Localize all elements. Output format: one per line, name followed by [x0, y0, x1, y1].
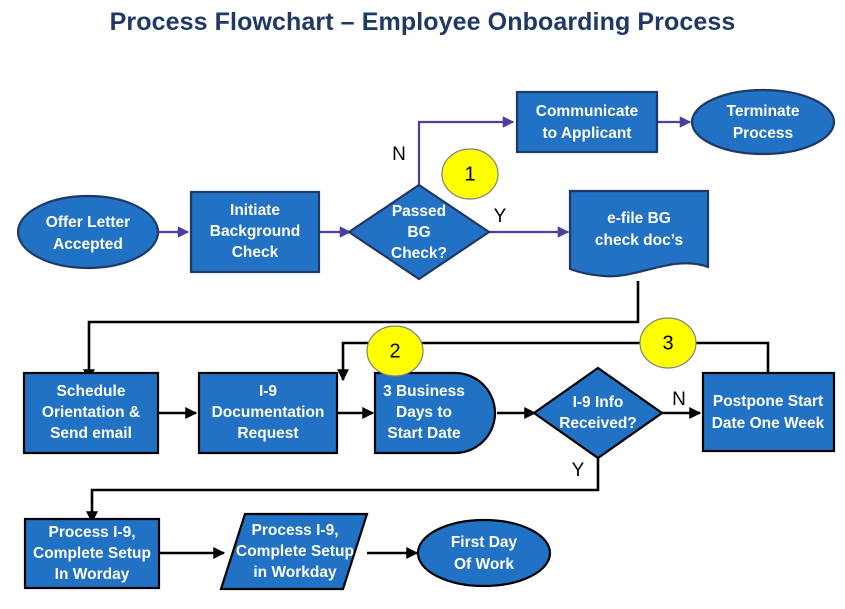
node-label-line1: Schedule [57, 383, 126, 400]
node-communicate-to-applicant[interactable]: Communicate to Applicant [515, 90, 659, 154]
node-label-line2: Process [733, 125, 793, 142]
node-label-line1: First Day [451, 534, 518, 551]
badge-label: 1 [464, 163, 475, 185]
branch-label-n-i9-info: N [672, 389, 686, 410]
node-label-line2: Accepted [53, 236, 123, 253]
edge-postpone-to-3days [337, 341, 770, 382]
page-title: Process Flowchart – Employee Onboarding … [109, 8, 736, 36]
node-label-line2: Documentation [212, 404, 325, 421]
node-label-line3: Check? [391, 245, 447, 262]
badge-label: 2 [389, 340, 400, 362]
node-label-line3: Check [232, 244, 279, 261]
node-label-line1: Offer Letter [46, 214, 130, 231]
node-label-line2: check doc’s [595, 232, 683, 249]
node-first-day-of-work[interactable]: First Day Of Work [416, 518, 552, 588]
badge-label: 3 [662, 332, 673, 354]
node-label-line2: BG [407, 224, 430, 241]
node-label-line2: Of Work [454, 556, 514, 573]
node-label-line1: Postpone Start [713, 393, 823, 410]
edge-efile-to-schedule [83, 281, 640, 382]
node-schedule-orientation[interactable]: Schedule Orientation & Send email [22, 371, 160, 455]
node-process-i9-worday[interactable]: Process I-9, Complete Setup In Worday [23, 517, 161, 590]
branch-label-y-i9-info: Y [572, 460, 585, 481]
node-label-line1: I-9 [259, 383, 277, 400]
node-label-line2: to Applicant [543, 125, 632, 142]
node-label-line1: Process I-9, [48, 524, 135, 541]
branch-label-n-passed-bg: N [392, 144, 406, 165]
node-label-line2: Received? [559, 415, 637, 432]
node-label-line1: Passed [392, 203, 446, 220]
node-label-line3: Start Date [387, 425, 461, 442]
badge-step-1[interactable]: 1 [441, 148, 499, 200]
node-label-line2: Days to [396, 404, 452, 421]
node-e-file-bg-check-docs[interactable]: e-file BG check doc’s [568, 189, 710, 278]
edge-i9info-yes-to-process [86, 455, 600, 524]
node-label-line1: Initiate [230, 202, 280, 219]
branch-label-y-passed-bg: Y [494, 206, 507, 227]
node-label-line3: Send email [50, 425, 132, 442]
node-process-i9-workday[interactable]: Process I-9, Complete Setup in Workday [219, 512, 369, 591]
node-label-line1: Communicate [536, 103, 639, 120]
node-label-line2: Complete Setup [236, 543, 354, 560]
node-label-line1: 3 Business [383, 383, 465, 400]
node-label-line1: I-9 Info [573, 394, 624, 411]
node-terminate-process[interactable]: Terminate Process [690, 88, 836, 156]
node-i-9-info-received[interactable]: I-9 Info Received? [532, 366, 664, 460]
node-initiate-background-check[interactable]: Initiate Background Check [189, 190, 321, 274]
node-label-line1: Terminate [727, 103, 800, 120]
node-offer-letter-accepted[interactable]: Offer Letter Accepted [16, 194, 160, 270]
node-postpone-start-date[interactable]: Postpone Start Date One Week [701, 371, 836, 453]
node-label-line2: Orientation & [42, 404, 140, 421]
node-label-line2: Background [210, 223, 300, 240]
node-label-line2: Complete Setup [33, 545, 151, 562]
node-label-line3: Request [237, 425, 298, 442]
badge-step-3[interactable]: 3 [639, 317, 697, 369]
node-label-line3: in Workday [253, 564, 337, 581]
node-label-line1: Process I-9, [251, 522, 338, 539]
node-label-line2: Date One Week [712, 415, 825, 432]
node-label-line3: In Worday [55, 566, 130, 583]
node-passed-bg-check[interactable]: Passed BG Check? [347, 183, 491, 281]
edge-passed-no-to-communicate [417, 116, 515, 186]
node-i-9-documentation-request[interactable]: I-9 Documentation Request [197, 371, 339, 455]
badge-step-2[interactable]: 2 [366, 325, 424, 377]
node-three-business-days[interactable]: 3 Business Days to Start Date [373, 371, 497, 455]
node-label-line1: e-file BG [607, 210, 671, 227]
